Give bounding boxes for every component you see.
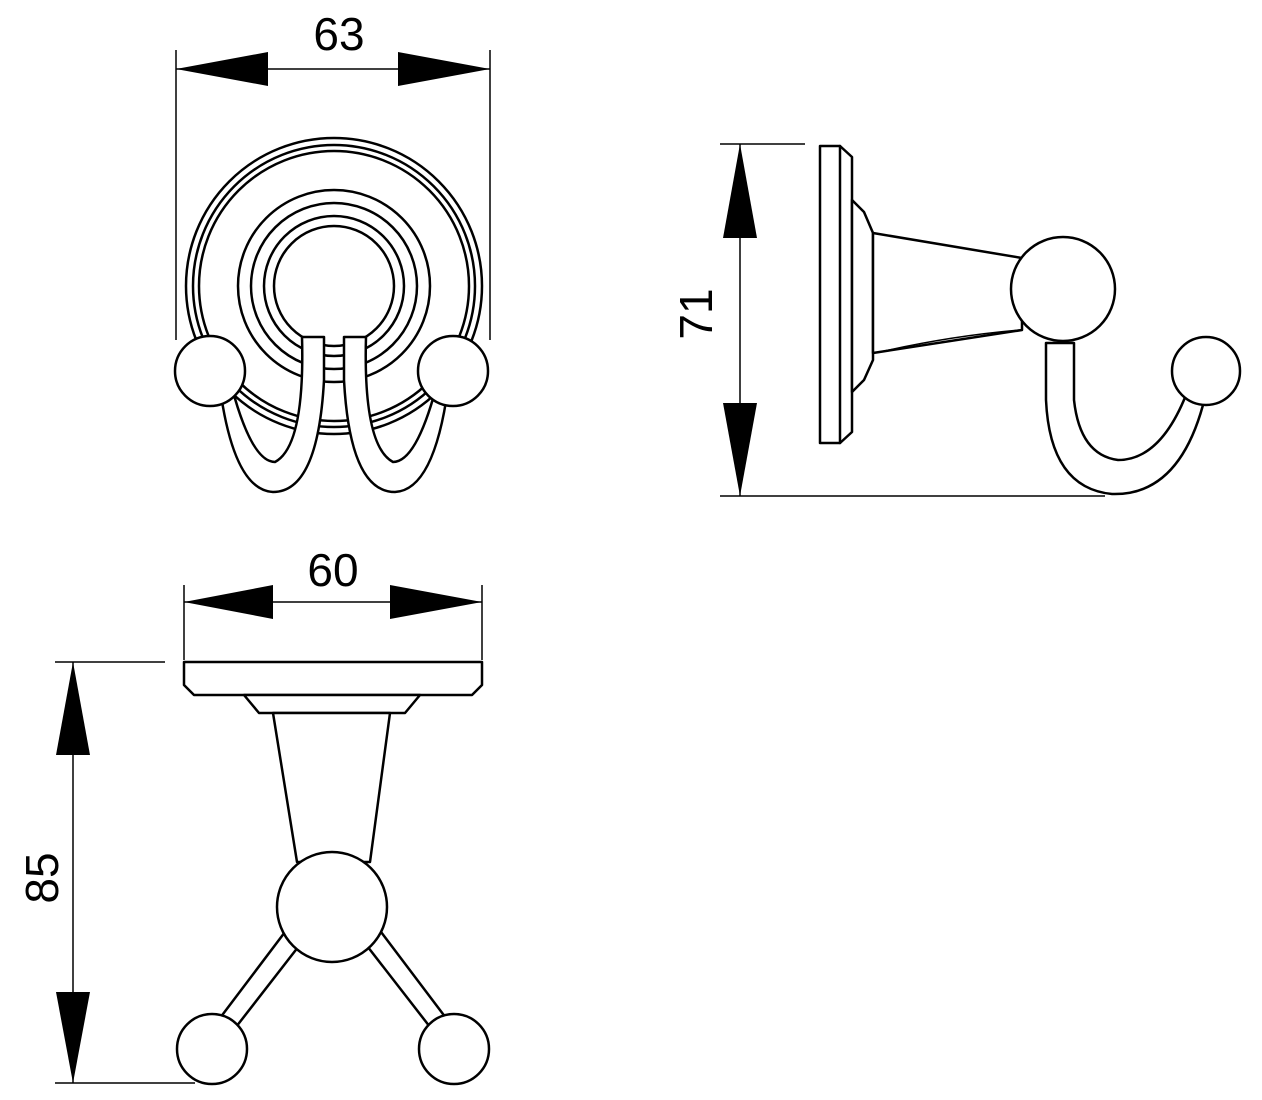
top-height-dimension: 85 [16, 661, 195, 1084]
arrowhead-left [176, 52, 268, 86]
hook-loops [173, 334, 490, 494]
dimension-label-63: 63 [313, 8, 364, 60]
hook-ball-left [173, 334, 247, 408]
arm-ball [275, 850, 389, 964]
side-height-dimension: 71 [670, 143, 1105, 497]
dimension-label-60: 60 [307, 544, 358, 596]
arrowhead-right [390, 585, 482, 619]
hook-arm [175, 711, 491, 1086]
arrowhead-top [56, 662, 90, 755]
top-width-dimension: 60 [183, 544, 483, 660]
arm-ball [1009, 235, 1117, 343]
wall-plate [818, 144, 875, 445]
dimension-label-85: 85 [16, 852, 68, 903]
top-view: 60 85 [16, 544, 491, 1086]
arrowhead-bottom [723, 403, 757, 496]
arrowhead-right [398, 52, 490, 86]
hook-tip-ball [1170, 335, 1242, 407]
base-rosette [184, 136, 484, 436]
hook-ball-left [175, 1012, 249, 1086]
arrowhead-top [723, 144, 757, 238]
hook-ball-right [416, 334, 490, 408]
base-plate [182, 660, 484, 715]
hook-curve [1044, 335, 1242, 496]
front-view: 63 [173, 8, 491, 494]
arrowhead-left [184, 585, 273, 619]
hook-arm [871, 231, 1117, 355]
front-width-dimension: 63 [175, 8, 491, 340]
arrowhead-bottom [56, 992, 90, 1083]
hook-ball-right [417, 1012, 491, 1086]
right-hook-arm [362, 926, 448, 1029]
side-view: 71 [670, 143, 1242, 497]
dimension-label-71: 71 [670, 288, 722, 339]
